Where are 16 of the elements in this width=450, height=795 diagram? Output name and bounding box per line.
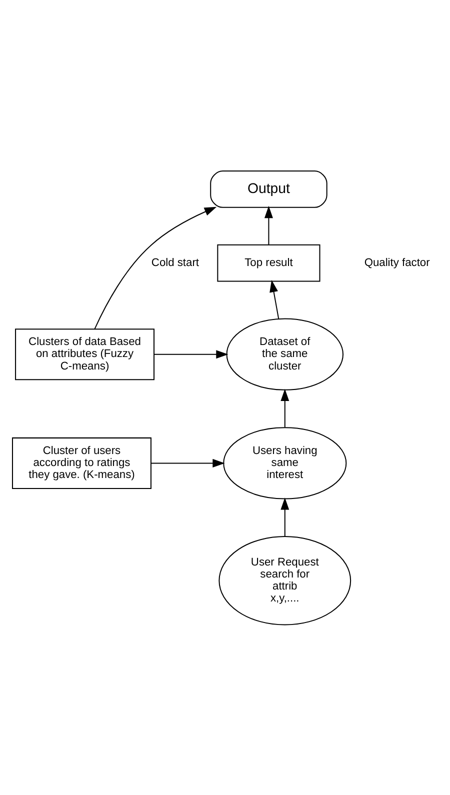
arrow (280, 388, 290, 427)
arrow (264, 205, 273, 244)
node-box: Output (210, 170, 328, 208)
arrow (94, 206, 217, 329)
arrow (151, 458, 225, 467)
arrow (280, 497, 290, 536)
label: Quality factor (364, 256, 430, 268)
node-box: Clusters of data Based on attributes (Fuzzy C-means) (15, 328, 154, 380)
node-box: Cluster of users according to ratings they gave. (K-means) (12, 436, 152, 488)
arrow (270, 280, 280, 318)
edge-label: Cold start (151, 256, 199, 268)
node-ellipse: User Request search for attrib x,y,.... (218, 536, 352, 625)
node-ellipse: Users having same interest (223, 426, 347, 499)
node-ellipse: Dataset of the same cluster (226, 318, 344, 390)
node-box: Top result (217, 244, 320, 282)
arrow (154, 350, 228, 358)
